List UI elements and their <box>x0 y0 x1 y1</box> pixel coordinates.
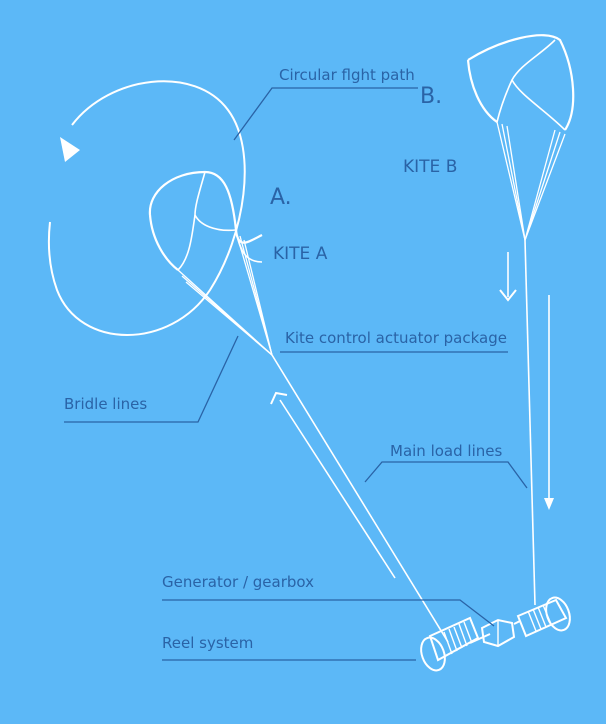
label-kite-a-letter: A. <box>270 185 292 210</box>
leader-main-load-lines <box>364 461 528 489</box>
label-bridle-lines: Bridle lines <box>64 395 147 413</box>
label-kite-b-letter: B. <box>420 84 442 109</box>
leader-circular-flight-path <box>233 87 418 141</box>
reel-generator-assembly <box>420 596 571 672</box>
label-circular-flight-path: Circular flght path <box>279 66 415 84</box>
leader-lines <box>64 87 528 661</box>
label-kite-a-name: KITE A <box>273 244 328 264</box>
kite-a <box>148 170 273 356</box>
circular-flight-path <box>47 80 246 336</box>
kite-b-main-load-line <box>524 239 536 606</box>
kite-a-main-load-line <box>271 354 449 643</box>
kite-a-reel-out-arrow <box>279 399 396 579</box>
label-main-load-lines: Main load lines <box>390 442 502 460</box>
leader-bridle-lines <box>64 335 239 423</box>
flight-direction-arrowhead <box>60 137 80 162</box>
label-kite-b-name: KITE B <box>403 157 457 177</box>
kite-b <box>466 34 575 241</box>
label-kite-control: Kite control actuator package <box>285 329 507 347</box>
label-generator-gearbox: Generator / gearbox <box>162 573 314 591</box>
label-reel-system: Reel system <box>162 634 253 652</box>
leader-generator-gearbox <box>162 599 495 627</box>
